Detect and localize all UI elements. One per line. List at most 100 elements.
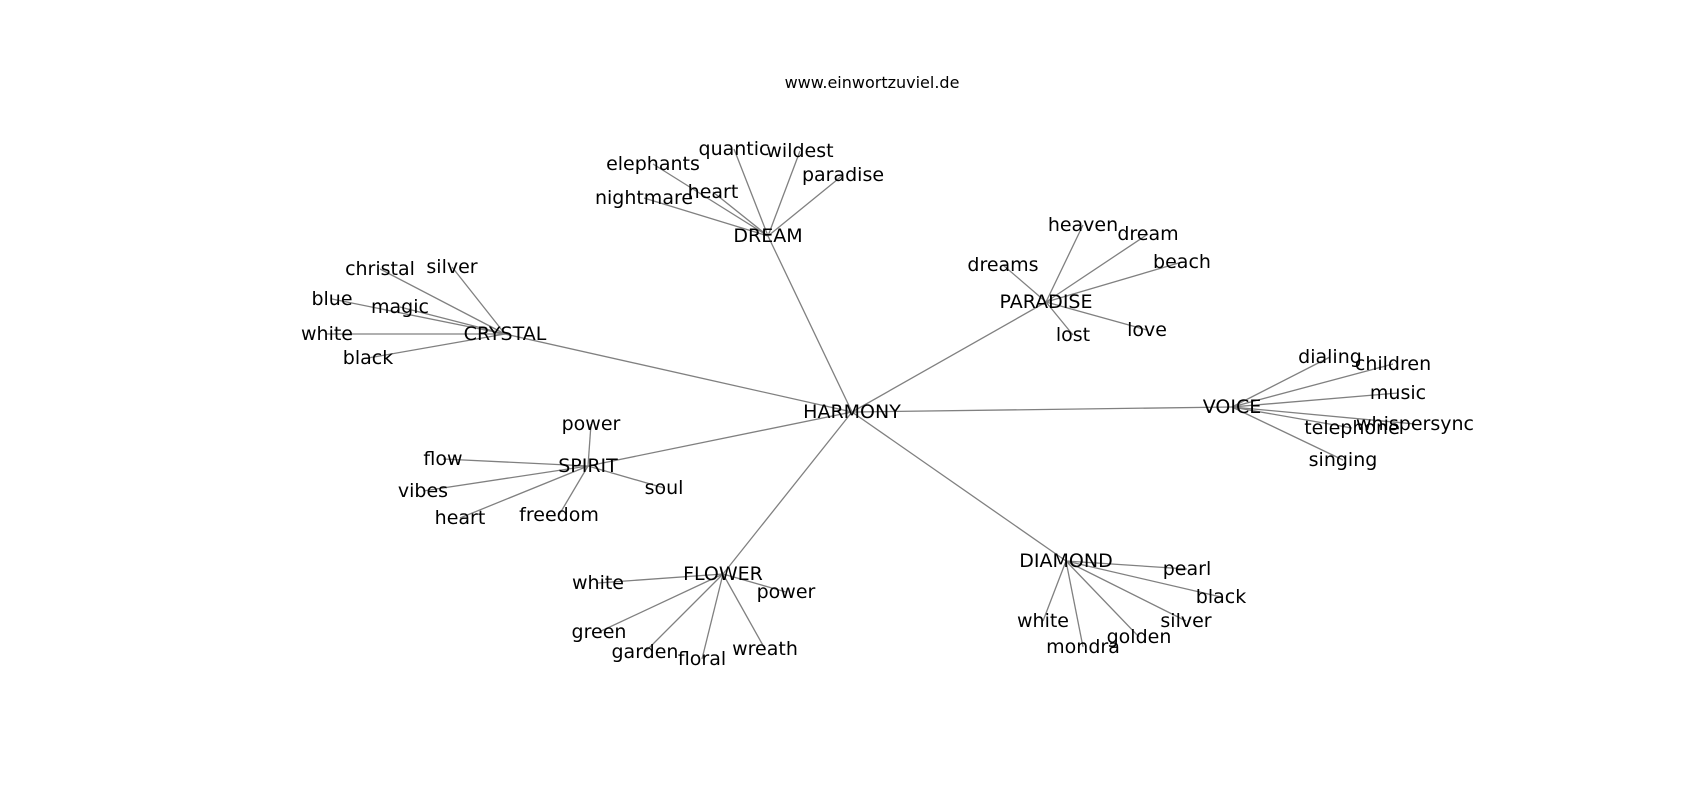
edge-voice-dialing [1231,356,1331,408]
leaf-node-crystal-black: black [343,347,393,369]
graph-labels: HARMONY DREAM elephantsquanticwildestparad… [301,138,1474,670]
edge-crystal-silver [451,266,506,335]
leaf-node-diamond-mondra: mondra [1046,636,1120,658]
edge-diamond-black [1065,560,1222,598]
leaf-node-crystal-blue: blue [311,288,352,310]
edge-flower-power [722,573,787,593]
leaf-node-voice-singing: singing [1309,449,1378,471]
edge-dream-nightmare [643,197,769,237]
edge-diamond-mondra [1065,560,1084,648]
cluster-node-paradise: PARADISE [1000,291,1093,313]
leaf-node-paradise-love: love [1127,319,1167,341]
leaf-node-paradise-dreams: dreams [967,254,1038,276]
leaf-node-flower-garden: garden [612,641,679,663]
cluster-node-voice: VOICE [1203,396,1262,418]
root-node-label: HARMONY [803,401,901,423]
leaf-node-spirit-soul: soul [645,477,684,499]
leaf-node-flower-floral: floral [678,648,726,670]
edge-diamond-pearl [1065,560,1188,570]
leaf-node-dream-elephants: elephants [606,153,700,175]
edge-crystal-christal [379,268,506,335]
edge-flower-green [598,573,724,633]
edge-spirit-vibes [422,465,589,492]
leaf-node-paradise-lost: lost [1056,324,1090,346]
leaf-node-flower-power: power [757,581,816,603]
edge-harmony-spirit [587,411,853,467]
leaf-node-voice-music: music [1370,382,1426,404]
cluster-node-crystal: CRYSTAL [464,323,547,345]
leaf-node-diamond-golden: golden [1107,626,1172,648]
graph-edges [327,148,1416,660]
leaf-node-dream-nightmare: nightmare [595,187,693,209]
edge-spirit-power [587,423,592,467]
leaf-node-crystal-magic: magic [371,296,429,318]
edge-diamond-white [1042,560,1067,622]
edge-harmony-crystal [504,333,853,413]
edge-voice-singing [1231,406,1344,461]
leaf-node-voice-telephone: telephone [1304,417,1400,439]
edge-harmony-dream [767,235,853,413]
edge-paradise-heaven [1045,224,1084,303]
leaf-node-voice-children: children [1355,353,1431,375]
leaf-node-spirit-freedom: freedom [519,504,599,526]
edge-paradise-lost [1045,301,1074,336]
leaf-node-dream-quantic: quantic [699,138,770,160]
edge-harmony-paradise [851,301,1047,413]
edge-diamond-golden [1065,560,1140,638]
leaf-node-crystal-white: white [301,323,353,345]
edge-spirit-freedom [558,465,589,516]
edge-crystal-blue [331,298,506,335]
edge-spirit-soul [587,465,665,489]
edge-crystal-magic [399,306,506,335]
edge-harmony-voice [851,406,1233,413]
leaf-node-crystal-silver: silver [426,256,477,278]
edge-dream-paradise [767,174,844,237]
leaf-node-flower-wreath: wreath [732,638,798,660]
leaf-node-paradise-beach: beach [1153,251,1211,273]
cluster-node-spirit: SPIRIT [558,455,618,477]
leaf-node-spirit-heart: heart [435,507,486,529]
leaf-node-diamond-black: black [1196,586,1246,608]
leaf-node-flower-green: green [572,621,627,643]
edge-voice-children [1231,363,1394,408]
leaf-node-spirit-vibes: vibes [398,480,448,502]
leaf-node-diamond-pearl: pearl [1163,558,1211,580]
edge-dream-quantic [733,148,769,237]
leaf-node-spirit-flow: flow [423,448,462,470]
source-url-text: www.einwortzuviel.de [785,73,960,92]
edge-paradise-dreams [1002,264,1047,303]
leaf-node-paradise-dream: dream [1117,223,1178,245]
edge-dream-heart [712,191,769,237]
cluster-node-flower: FLOWER [683,563,763,585]
edge-dream-elephants [652,163,769,237]
leaf-node-voice-dialing: dialing [1298,346,1362,368]
edge-crystal-black [367,333,506,359]
edge-diamond-silver [1065,560,1187,622]
leaf-node-voice-whispersync: whispersync [1356,413,1474,435]
edge-spirit-flow [442,458,589,467]
edge-paradise-beach [1045,261,1183,303]
edge-voice-music [1231,392,1399,408]
edge-paradise-love [1045,301,1148,331]
edge-flower-floral [701,573,724,660]
cluster-node-diamond: DIAMOND [1019,550,1112,572]
edge-paradise-dream [1045,233,1149,303]
leaf-node-dream-heart: heart [688,181,739,203]
leaf-node-diamond-silver: silver [1160,610,1211,632]
leaf-node-paradise-heaven: heaven [1048,214,1118,236]
edge-flower-garden [644,573,724,653]
edge-flower-wreath [722,573,766,650]
edge-voice-whispersync [1231,406,1416,425]
edge-flower-white [597,573,724,584]
leaf-node-spirit-power: power [562,413,621,435]
cluster-node-dream: DREAM [733,225,802,247]
leaf-node-dream-paradise: paradise [802,164,884,186]
leaf-node-flower-white: white [572,572,624,594]
leaf-node-dream-wildest: wildest [766,140,833,162]
edge-harmony-diamond [851,411,1067,562]
leaf-node-crystal-christal: christal [345,258,415,280]
edge-dream-wildest [767,150,801,237]
leaf-node-diamond-white: white [1017,610,1069,632]
edge-voice-telephone [1231,406,1353,429]
